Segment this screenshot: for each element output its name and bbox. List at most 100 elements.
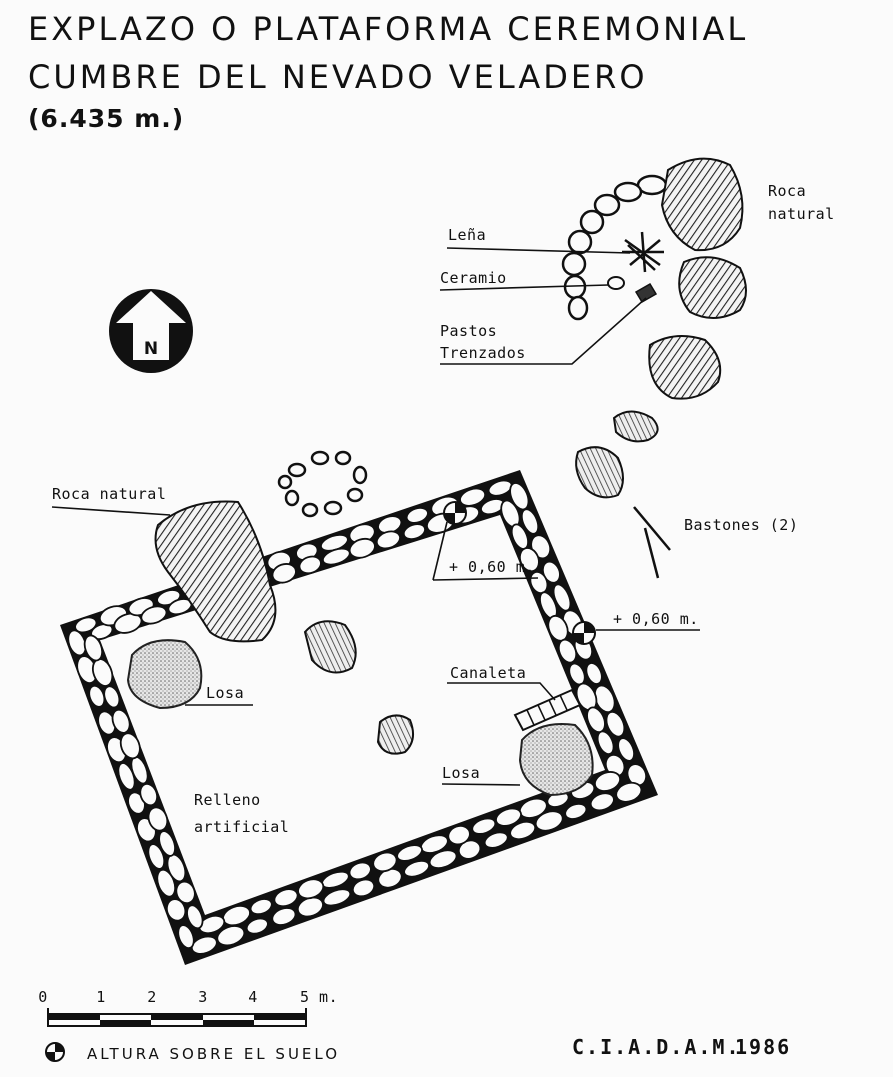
scale-tick-2: 2	[147, 988, 157, 1006]
wall-stone	[403, 859, 430, 878]
scale-tick-3: 3	[198, 988, 208, 1006]
wall-stone	[177, 924, 195, 950]
wall-stone	[351, 878, 376, 898]
wall-stone	[589, 792, 615, 812]
north-letter: N	[144, 339, 158, 359]
wall-stone	[375, 530, 401, 550]
rock-ne-4	[612, 410, 659, 443]
wall-stone	[483, 831, 509, 849]
wall-stone	[147, 806, 169, 832]
wall-stone	[83, 634, 104, 662]
credit-year: 1986	[735, 1035, 791, 1059]
ne-stone-arc	[561, 174, 668, 321]
wall-stone	[471, 817, 497, 835]
label-relleno-2: artificial	[194, 818, 289, 836]
wall-stone	[103, 685, 121, 709]
label-lena: Leña	[448, 226, 486, 244]
wall-stone	[593, 771, 622, 792]
label-bastones: Bastones (2)	[684, 516, 798, 534]
wall-stone	[372, 851, 398, 873]
north-arrow: N	[109, 289, 193, 373]
label-altura-1: + 0,60 m.	[449, 558, 535, 576]
wall-stone	[509, 820, 537, 841]
losa-east	[518, 723, 594, 797]
wall-stone	[175, 880, 196, 905]
inner-stone-1	[303, 620, 357, 674]
wall-stone	[615, 781, 643, 803]
wall-stone	[617, 737, 635, 762]
wall-stone	[216, 925, 246, 947]
wall-stone	[428, 849, 458, 869]
wall-stone	[140, 605, 168, 625]
wall-stone	[249, 898, 273, 916]
label-canaleta: Canaleta	[450, 664, 526, 682]
scale-tick-1: 1	[96, 988, 106, 1006]
platform-wall	[60, 470, 658, 965]
wall-stone	[459, 487, 487, 507]
height-marker-2	[572, 621, 596, 645]
wall-stone	[557, 638, 578, 664]
roca-natural-west	[154, 500, 277, 643]
wall-stone	[156, 868, 177, 898]
wall-stone	[520, 508, 540, 535]
label-altura-2: + 0,60 m.	[613, 610, 699, 628]
label-pastos-1: Pastos	[440, 322, 497, 340]
wall-stone	[585, 662, 603, 685]
wall-stone	[273, 888, 299, 908]
wall-stone	[495, 807, 522, 827]
legend-height-symbol	[45, 1042, 65, 1062]
wall-stone	[405, 506, 429, 524]
label-losa-west: Losa	[206, 684, 244, 702]
wall-stone	[111, 708, 131, 734]
wall-stone	[271, 907, 297, 926]
wall-stone	[348, 537, 376, 559]
wall-stone	[626, 763, 648, 787]
label-roca-natural-ne-2: natural	[768, 205, 835, 223]
wall-stone	[119, 732, 141, 760]
wall-stone	[564, 802, 588, 820]
scale-bar: 0 1 2 3 4 5 m.	[38, 988, 338, 1027]
losa-west	[126, 639, 203, 710]
leader-lines	[51, 247, 700, 786]
label-roca-natural-w: Roca natural	[52, 485, 166, 503]
wall-stone	[518, 547, 540, 573]
ceramio-object	[607, 276, 625, 290]
wall-stone	[186, 904, 204, 930]
wall-stone	[402, 523, 426, 541]
wall-stone	[322, 888, 352, 907]
wall-stone	[147, 843, 166, 870]
scale-tick-5: 5 m.	[300, 988, 338, 1006]
canaleta	[513, 688, 582, 732]
wall-stone	[396, 844, 423, 862]
lena-firewood	[622, 231, 664, 273]
credit-author: C.I.A.D.A.M.	[572, 1035, 741, 1059]
label-losa-east: Losa	[442, 764, 480, 782]
pastos-trenzados-object	[634, 282, 658, 304]
label-ceramio: Ceramio	[440, 269, 507, 287]
inner-stone-2	[376, 714, 415, 755]
legend-text: ALTURA SOBRE EL SUELO	[87, 1045, 340, 1063]
wall-stone	[605, 710, 626, 738]
label-roca-natural-ne-1: Roca	[768, 182, 806, 200]
wall-stone	[158, 830, 176, 857]
wall-stones	[67, 479, 648, 955]
wall-stone	[534, 810, 564, 832]
height-marker-1	[443, 501, 467, 525]
wall-stone	[447, 824, 471, 846]
wall-stone	[596, 730, 615, 755]
stone-circle	[277, 450, 368, 518]
wall-stone	[139, 783, 159, 807]
title-line-1: EXPLAZO O PLATAFORMA CEREMONIAL	[28, 10, 749, 48]
scale-tick-4: 4	[248, 988, 258, 1006]
wall-stone	[198, 914, 226, 935]
wall-stone	[298, 555, 322, 575]
wall-stone	[74, 616, 98, 634]
scale-tick-0: 0	[38, 988, 48, 1006]
roca-natural-ne	[660, 157, 744, 252]
label-pastos-2: Trenzados	[440, 344, 526, 362]
rock-ne-2	[678, 256, 747, 319]
rock-ne-5	[575, 446, 624, 499]
rock-ne-3	[648, 335, 722, 400]
label-relleno-1: Relleno	[194, 791, 261, 809]
